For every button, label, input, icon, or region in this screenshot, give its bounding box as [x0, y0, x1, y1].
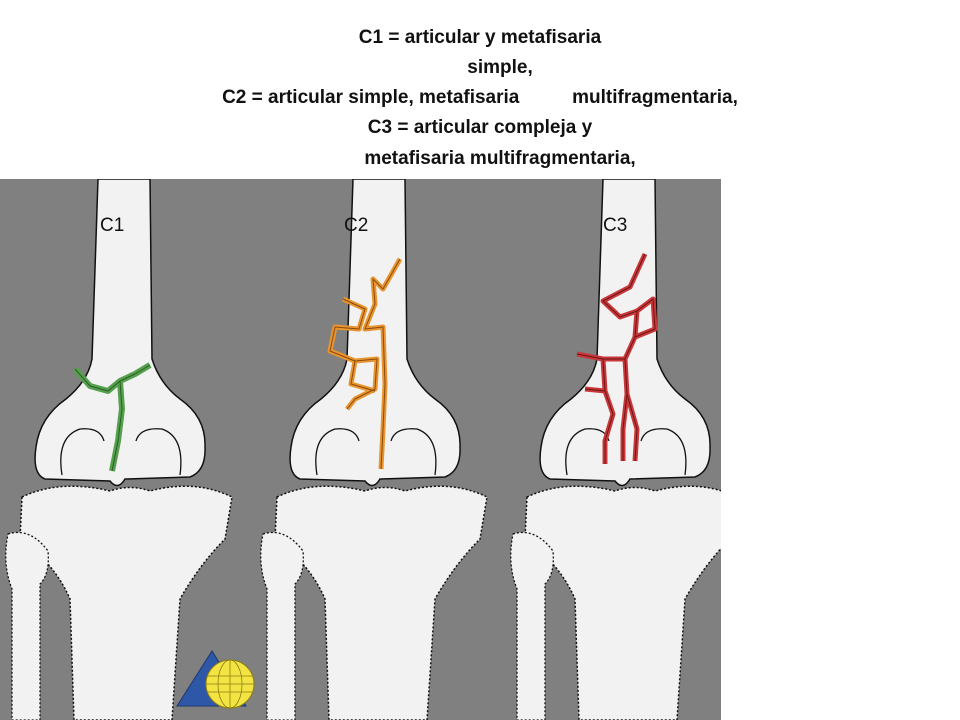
title-line-2: simple, — [467, 57, 533, 78]
panel-c3 — [510, 179, 721, 720]
ao-logo-icon — [176, 650, 255, 709]
panel-c1 — [5, 179, 233, 720]
title-line-5: metafisaria multifragmentaria, — [364, 148, 636, 169]
panel-label-c3: C3 — [603, 215, 627, 236]
title-line-4: C3 = articular compleja y — [367, 117, 593, 138]
fracture-diagram: C1 C2 C3 — [0, 179, 721, 720]
title-line-1: C1 = articular y metafisaria — [358, 27, 602, 48]
panel-label-c1: C1 — [100, 215, 124, 236]
panel-c2 — [260, 179, 488, 720]
title-line-3: C2 = articular simple, metafisaria multi… — [222, 87, 738, 108]
panel-label-c2: C2 — [344, 215, 368, 236]
